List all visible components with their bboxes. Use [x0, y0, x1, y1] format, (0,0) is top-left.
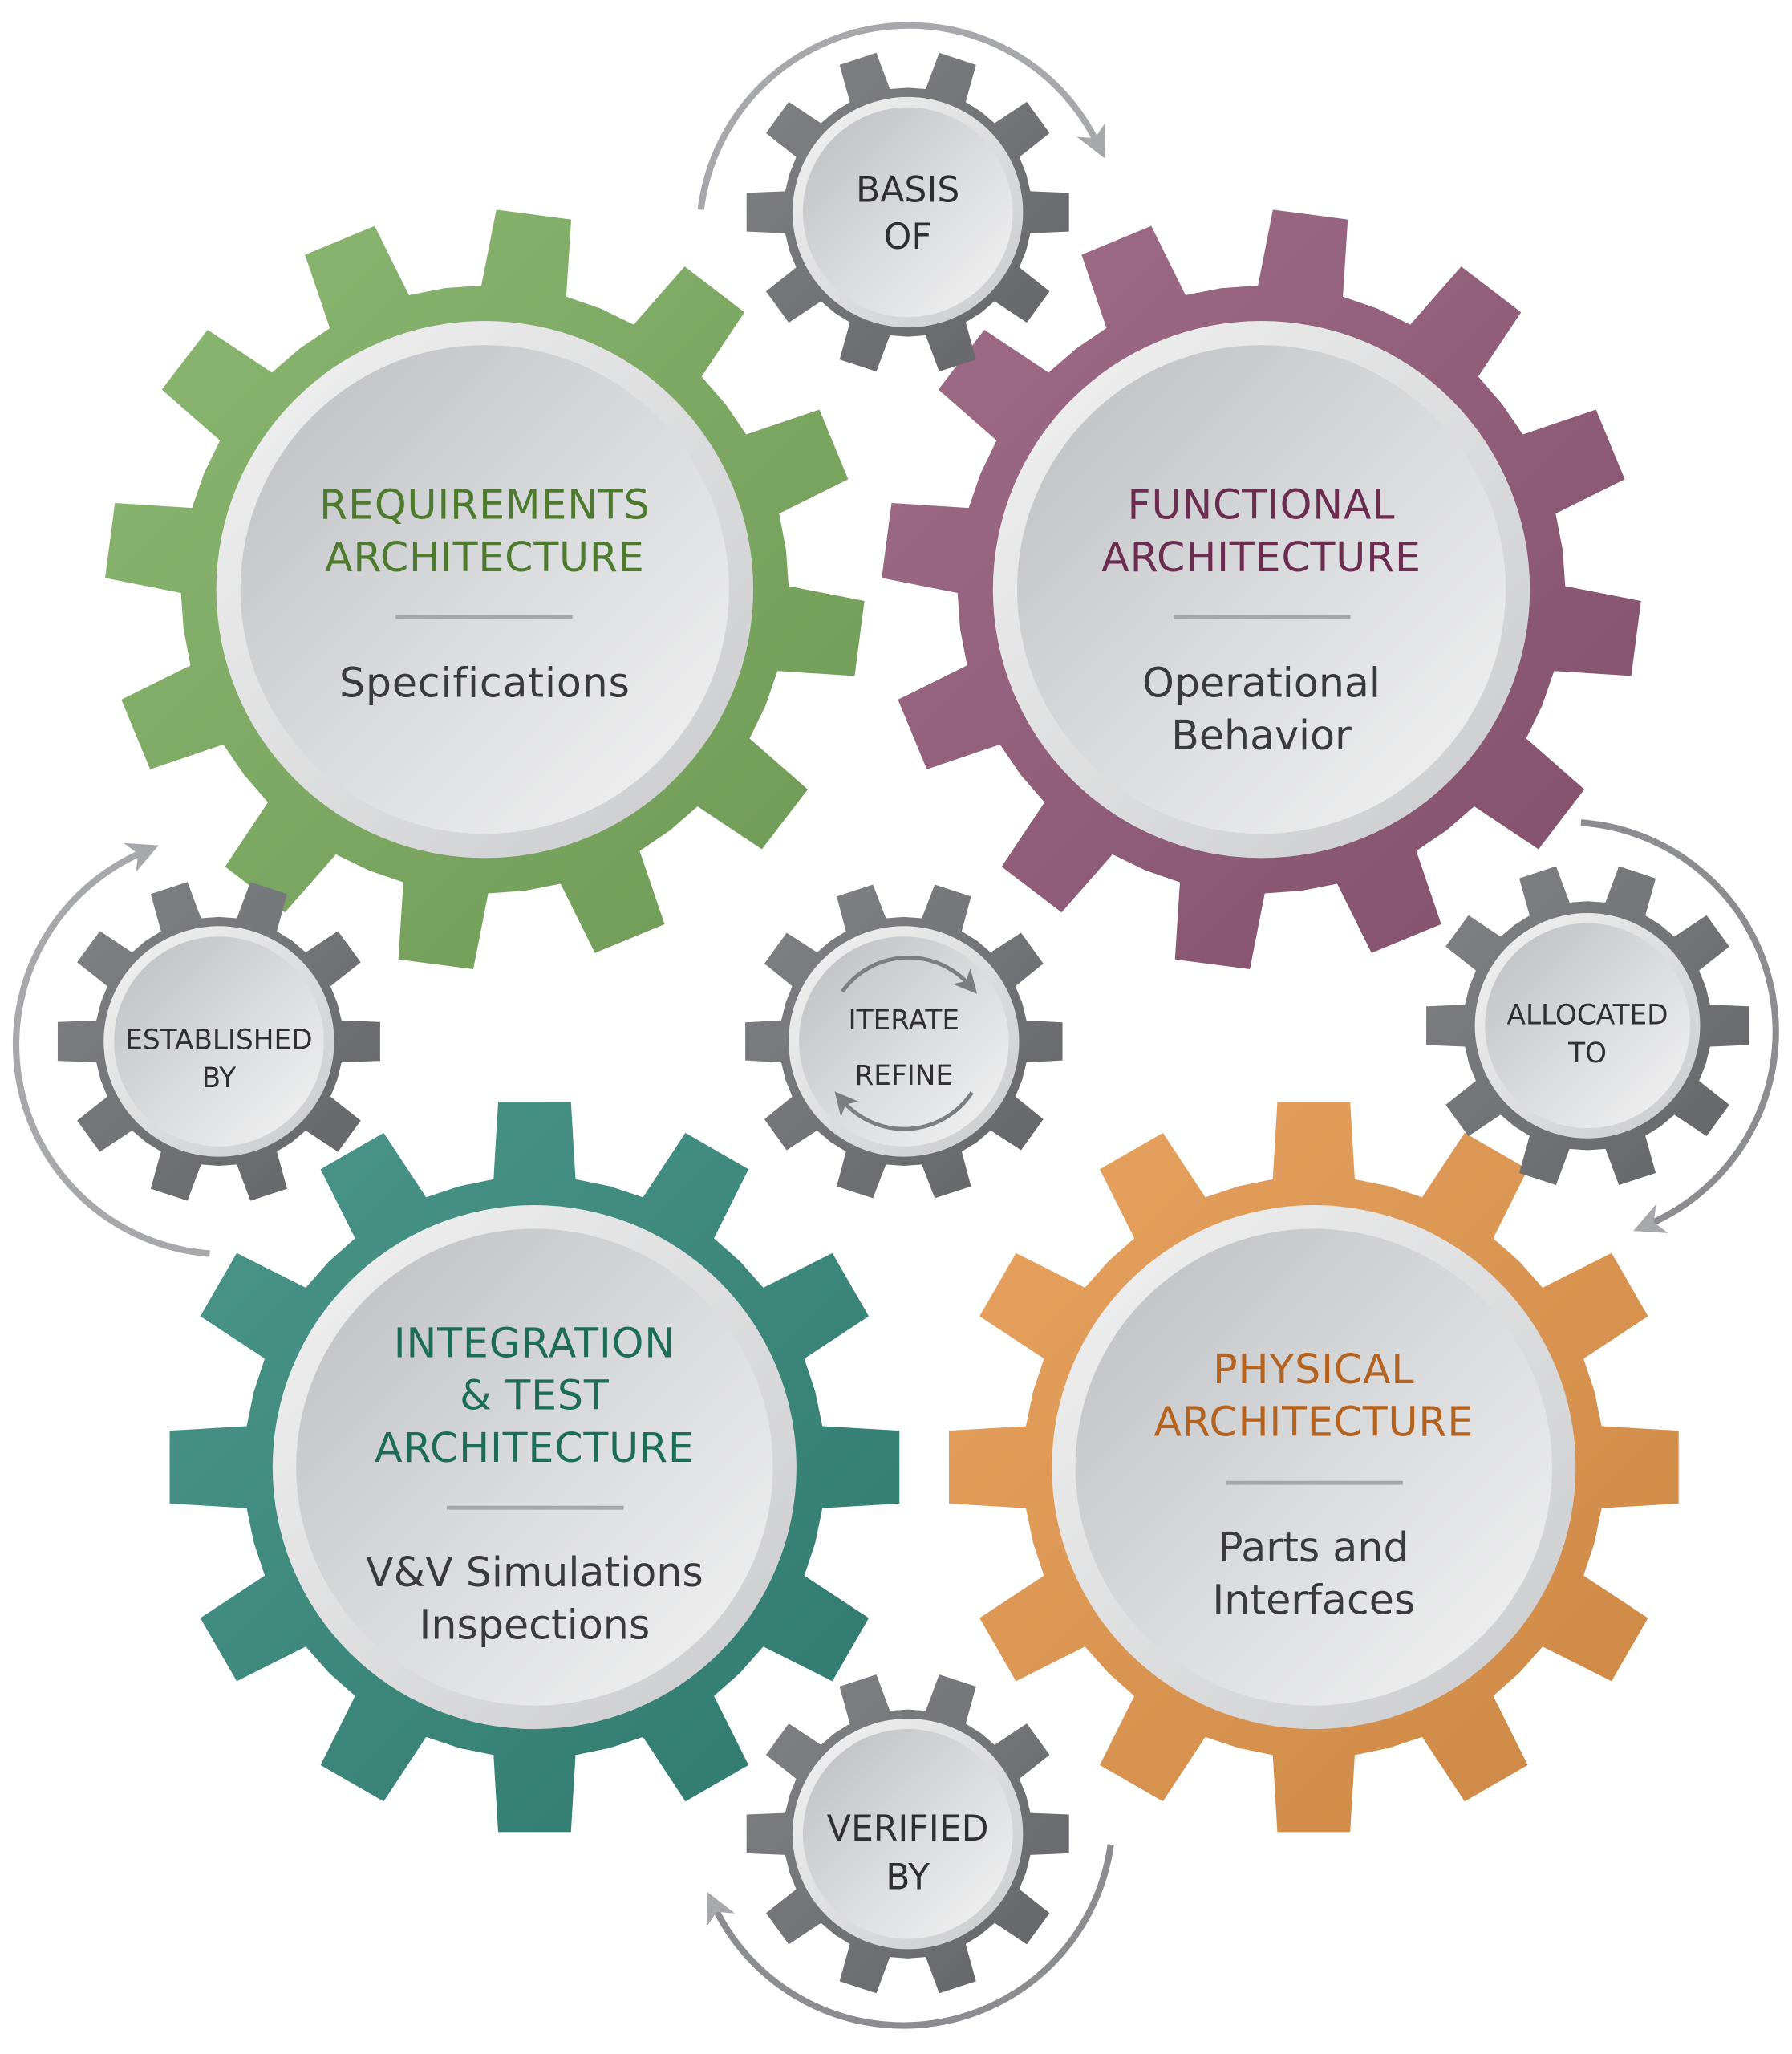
cycle-arrows: [12, 22, 1779, 2029]
iterate-refine-gear: [745, 884, 1063, 1199]
connector-labels: BASIS OF ESTABLISHED BY ITERATE REFINE A…: [125, 169, 1668, 1898]
allocated-to-line2: TO: [1567, 1037, 1607, 1070]
arrow-basis-of: [697, 22, 1105, 210]
functional-subtitle-line1: Operational: [1142, 660, 1380, 707]
integration-subtitle-line2: Inspections: [419, 1601, 650, 1648]
established-by-gear-face: [114, 936, 324, 1147]
requirements-gear-face: [240, 345, 729, 834]
integration-gear-text: INTEGRATION & TEST ARCHITECTURE V&V Simu…: [366, 1319, 703, 1648]
verified-by-gear-face: [802, 1728, 1013, 1939]
integration-title-line3: ARCHITECTURE: [375, 1424, 695, 1471]
verified-by-gear: [746, 1674, 1069, 1994]
allocated-to-gear: [1426, 866, 1749, 1186]
physical-subtitle-line1: Parts and: [1218, 1524, 1409, 1571]
integration-subtitle-line1: V&V Simulations: [366, 1549, 703, 1596]
refine-label: REFINE: [855, 1060, 954, 1092]
arrow-established-by: [12, 842, 210, 1257]
established-by-line2: BY: [202, 1062, 237, 1094]
iterate-arrow-icon: [841, 956, 978, 994]
iterate-refine-gear-face: [799, 936, 1009, 1147]
functional-gear-face: [1016, 345, 1506, 834]
requirements-gear: [105, 209, 865, 969]
requirements-title-line2: ARCHITECTURE: [325, 534, 645, 581]
arrow-verified-by: [706, 1844, 1114, 2029]
iterate-cycle-arrows: [834, 956, 978, 1131]
physical-subtitle-line2: Interfaces: [1212, 1576, 1415, 1623]
basis-of-gear: [746, 52, 1069, 372]
requirements-title-line1: REQUIREMENTS: [319, 481, 650, 529]
functional-gear: [882, 209, 1641, 969]
requirements-subtitle: Specifications: [339, 660, 630, 707]
integration-gear: [169, 1102, 900, 1833]
arrow-allocated-to: [1580, 819, 1779, 1233]
gears: [57, 52, 1749, 1994]
functional-title-line2: ARCHITECTURE: [1101, 534, 1421, 581]
verified-by-line1: VERIFIED: [827, 1808, 989, 1849]
physical-title-line2: ARCHITECTURE: [1153, 1398, 1474, 1445]
physical-title-line1: PHYSICAL: [1213, 1346, 1414, 1393]
basis-of-gear-face: [802, 107, 1013, 318]
functional-title-line1: FUNCTIONAL: [1128, 481, 1396, 529]
allocated-to-line1: ALLOCATED: [1507, 1000, 1668, 1032]
functional-subtitle-line2: Behavior: [1171, 712, 1352, 759]
physical-gear: [948, 1102, 1679, 1833]
integration-title-line2: & TEST: [460, 1372, 610, 1419]
requirements-gear-text: REQUIREMENTS ARCHITECTURE Specifications: [319, 481, 650, 707]
iterate-label: ITERATE: [849, 1005, 959, 1037]
allocated-to-gear-face: [1485, 923, 1690, 1129]
established-by-line1: ESTABLISHED: [125, 1025, 312, 1057]
integration-title-line1: INTEGRATION: [394, 1319, 675, 1366]
integration-gear-face: [296, 1228, 773, 1706]
established-by-gear: [57, 882, 380, 1201]
physical-gear-text: PHYSICAL ARCHITECTURE Parts and Interfac…: [1153, 1346, 1474, 1623]
verified-by-line2: BY: [886, 1857, 930, 1898]
basis-of-line2: OF: [884, 217, 932, 258]
basis-of-line1: BASIS: [856, 169, 959, 210]
functional-gear-text: FUNCTIONAL ARCHITECTURE Operational Beha…: [1101, 481, 1421, 759]
physical-gear-face: [1075, 1228, 1552, 1706]
refine-arrow-icon: [834, 1091, 974, 1131]
